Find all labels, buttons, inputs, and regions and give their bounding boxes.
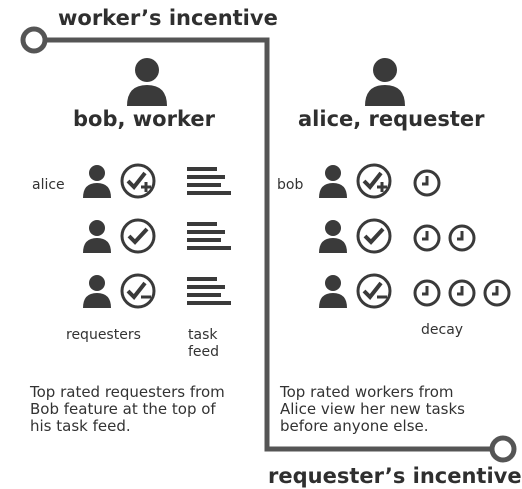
desc-line: Top rated workers from (280, 383, 454, 401)
caption-task: task (188, 327, 218, 343)
person-icon (83, 275, 111, 308)
start-node (20, 26, 48, 54)
clock-icon (413, 169, 441, 197)
check-minus-icon (120, 273, 156, 309)
row-label-bob: bob (277, 177, 304, 193)
worker-description: Top rated requesters from Bob feature at… (30, 384, 225, 435)
row-label-alice: alice (32, 177, 65, 193)
clock-icon (483, 279, 511, 307)
caption-decay: decay (421, 322, 464, 338)
person-icon (127, 58, 167, 106)
clock-icon (413, 279, 441, 307)
person-icon (319, 165, 347, 198)
check-plus-icon (356, 163, 392, 199)
check-icon (120, 218, 156, 254)
person-icon (319, 220, 347, 253)
desc-line: his task feed. (30, 417, 131, 435)
person-icon (83, 220, 111, 253)
caption-feed: feed (188, 344, 220, 360)
caption-requesters: requesters (66, 327, 141, 343)
desc-line: Bob feature at the top of (30, 400, 216, 418)
worker-heading: bob, worker (73, 107, 215, 131)
workers-incentive-title: worker’s incentive (58, 6, 278, 30)
desc-line: Top rated requesters from (30, 383, 225, 401)
task-feed-icon (187, 277, 231, 305)
check-plus-icon (120, 163, 156, 199)
clock-icon (413, 224, 441, 252)
task-feed-icon (187, 167, 231, 195)
requesters-incentive-title: requester’s incentive (268, 464, 522, 488)
desc-line: Alice view her new tasks (280, 400, 465, 418)
person-icon (83, 165, 111, 198)
task-feed-icon (187, 222, 231, 250)
person-icon (365, 58, 405, 106)
clock-icon (448, 224, 476, 252)
check-minus-icon (356, 273, 392, 309)
requester-heading: alice, requester (298, 107, 485, 131)
end-node (489, 435, 517, 463)
desc-line: before anyone else. (280, 417, 429, 435)
person-icon (319, 275, 347, 308)
check-icon (356, 218, 392, 254)
clock-icon (448, 279, 476, 307)
requester-description: Top rated workers from Alice view her ne… (280, 384, 465, 435)
